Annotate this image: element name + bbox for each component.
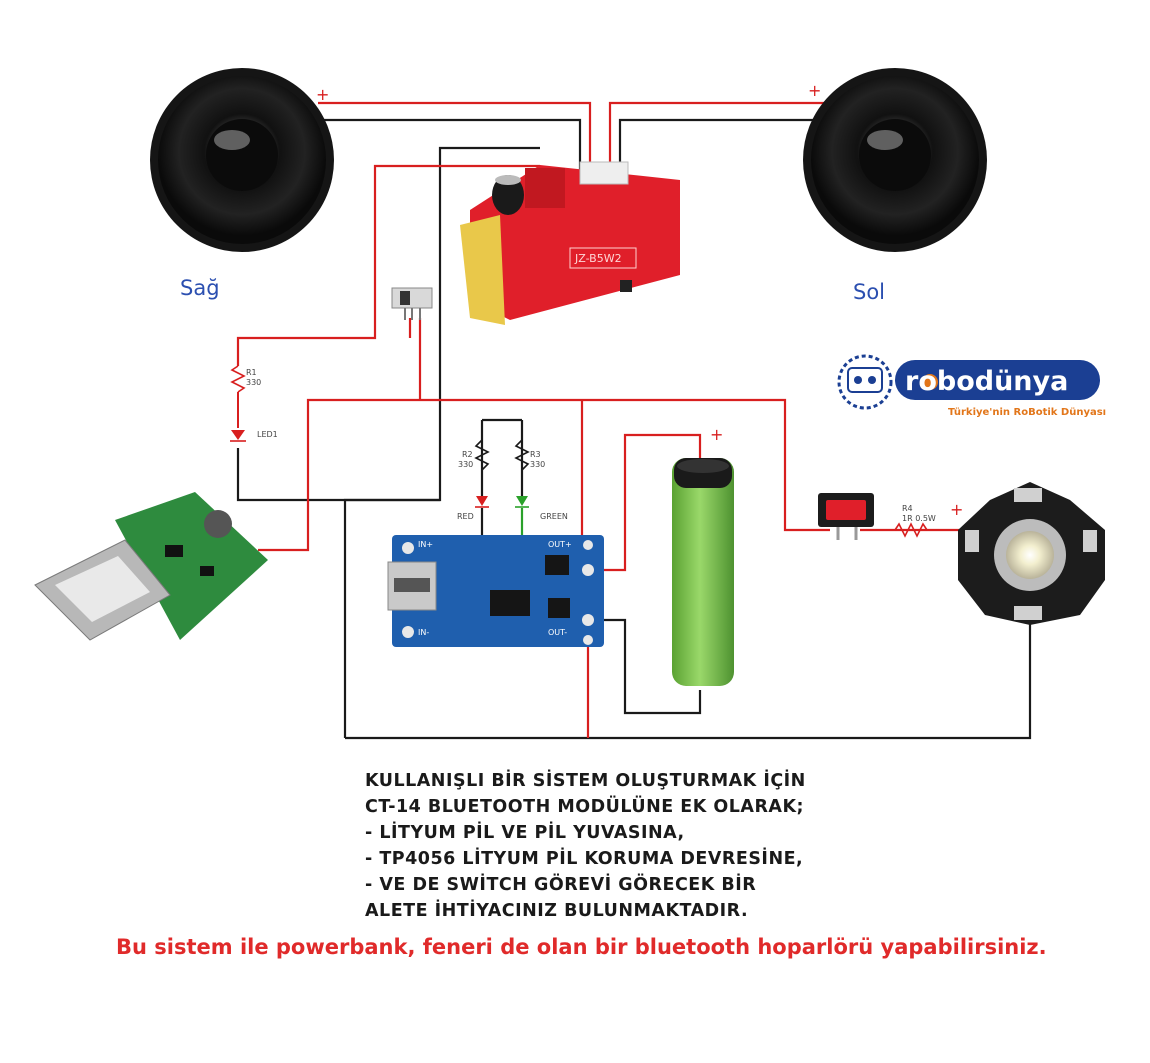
- wire-battery-minus: [600, 618, 702, 715]
- left-speaker-plus: +: [808, 81, 821, 100]
- rocker-switch: [818, 493, 874, 540]
- usb-boost-module: [34, 492, 268, 641]
- note-line: - LİTYUM PİL VE PİL YUVASINA,: [365, 823, 685, 843]
- resistor-r2: [474, 439, 490, 471]
- note-line: - TP4056 LİTYUM PİL KORUMA DEVRESİNE,: [365, 849, 804, 869]
- r3-name: R3: [530, 450, 541, 459]
- wire-bt-vcc: [236, 164, 540, 366]
- red-led-symbol: [475, 496, 489, 508]
- right-speaker: [150, 68, 334, 252]
- wire-ground-rail: [345, 622, 1032, 740]
- slide-switch: [391, 287, 433, 320]
- requirements-notes: KULLANIŞLI BİR SİSTEM OLUŞTURMAK İÇİN CT…: [365, 768, 806, 924]
- wire-positive-rail: [258, 398, 830, 552]
- led1-symbol: [230, 392, 246, 442]
- charger-in-plus: IN+: [418, 540, 434, 549]
- right-speaker-label: Sağ: [180, 276, 220, 300]
- charger-out-minus: OUT-: [548, 628, 568, 637]
- resistor-r4: [894, 522, 928, 538]
- note-line: KULLANIŞLI BİR SİSTEM OLUŞTURMAK İÇİN: [365, 771, 806, 791]
- green-led-symbol: [515, 496, 529, 508]
- left-speaker-label: Sol: [853, 280, 886, 304]
- red-led-label: RED: [457, 512, 474, 521]
- lithium-battery: [672, 458, 734, 686]
- wire-left-speaker-plus: [608, 101, 828, 165]
- logo-tagline: Türkiye'nin RoBotik Dünyası: [948, 407, 1107, 418]
- robodunya-logo: [837, 354, 1100, 410]
- r1-value: 330: [246, 378, 262, 387]
- logo-name: robodünya: [905, 366, 1069, 397]
- r1-name: R1: [246, 368, 257, 377]
- led1-label: LED1: [257, 430, 278, 439]
- note-line: - VE DE SWİTCH GÖREVİ GÖRECEK BİR: [365, 875, 757, 895]
- power-led: [958, 482, 1105, 625]
- green-led-label: GREEN: [540, 512, 568, 521]
- left-speaker: [803, 68, 987, 252]
- wire-right-speaker-minus: [318, 118, 582, 170]
- r4-value: 1R 0.5W: [902, 514, 936, 523]
- battery-plus: +: [710, 425, 723, 444]
- resistor-r3: [514, 439, 530, 471]
- wires: [236, 101, 1032, 740]
- r3-value: 330: [530, 460, 546, 469]
- charger-in-minus: IN-: [418, 628, 430, 637]
- right-speaker-plus: +: [316, 85, 329, 104]
- r4-name: R4: [902, 504, 913, 513]
- bluetooth-module: [460, 161, 680, 325]
- tp4056-charger: [387, 535, 604, 647]
- r2-value: 330: [458, 460, 474, 469]
- note-line: CT-14 BLUETOOTH MODÜLÜNE EK OLARAK;: [365, 797, 805, 817]
- wire-battery-plus: [600, 433, 702, 572]
- wire-led1: [236, 448, 440, 502]
- charger-out-plus: OUT+: [548, 540, 572, 549]
- resistor-r1: [230, 365, 246, 393]
- note-line: ALETE İHTİYACINIZ BULUNMAKTADIR.: [365, 901, 749, 921]
- power-led-plus: +: [950, 500, 963, 519]
- r2-name: R2: [462, 450, 473, 459]
- wire-left-speaker-minus: [618, 118, 828, 165]
- wire-right-speaker-plus: [318, 101, 592, 170]
- bt-module-label: JZ-B5W2: [575, 252, 622, 265]
- footer-caption: Bu sistem ile powerbank, feneri de olan …: [116, 935, 1047, 959]
